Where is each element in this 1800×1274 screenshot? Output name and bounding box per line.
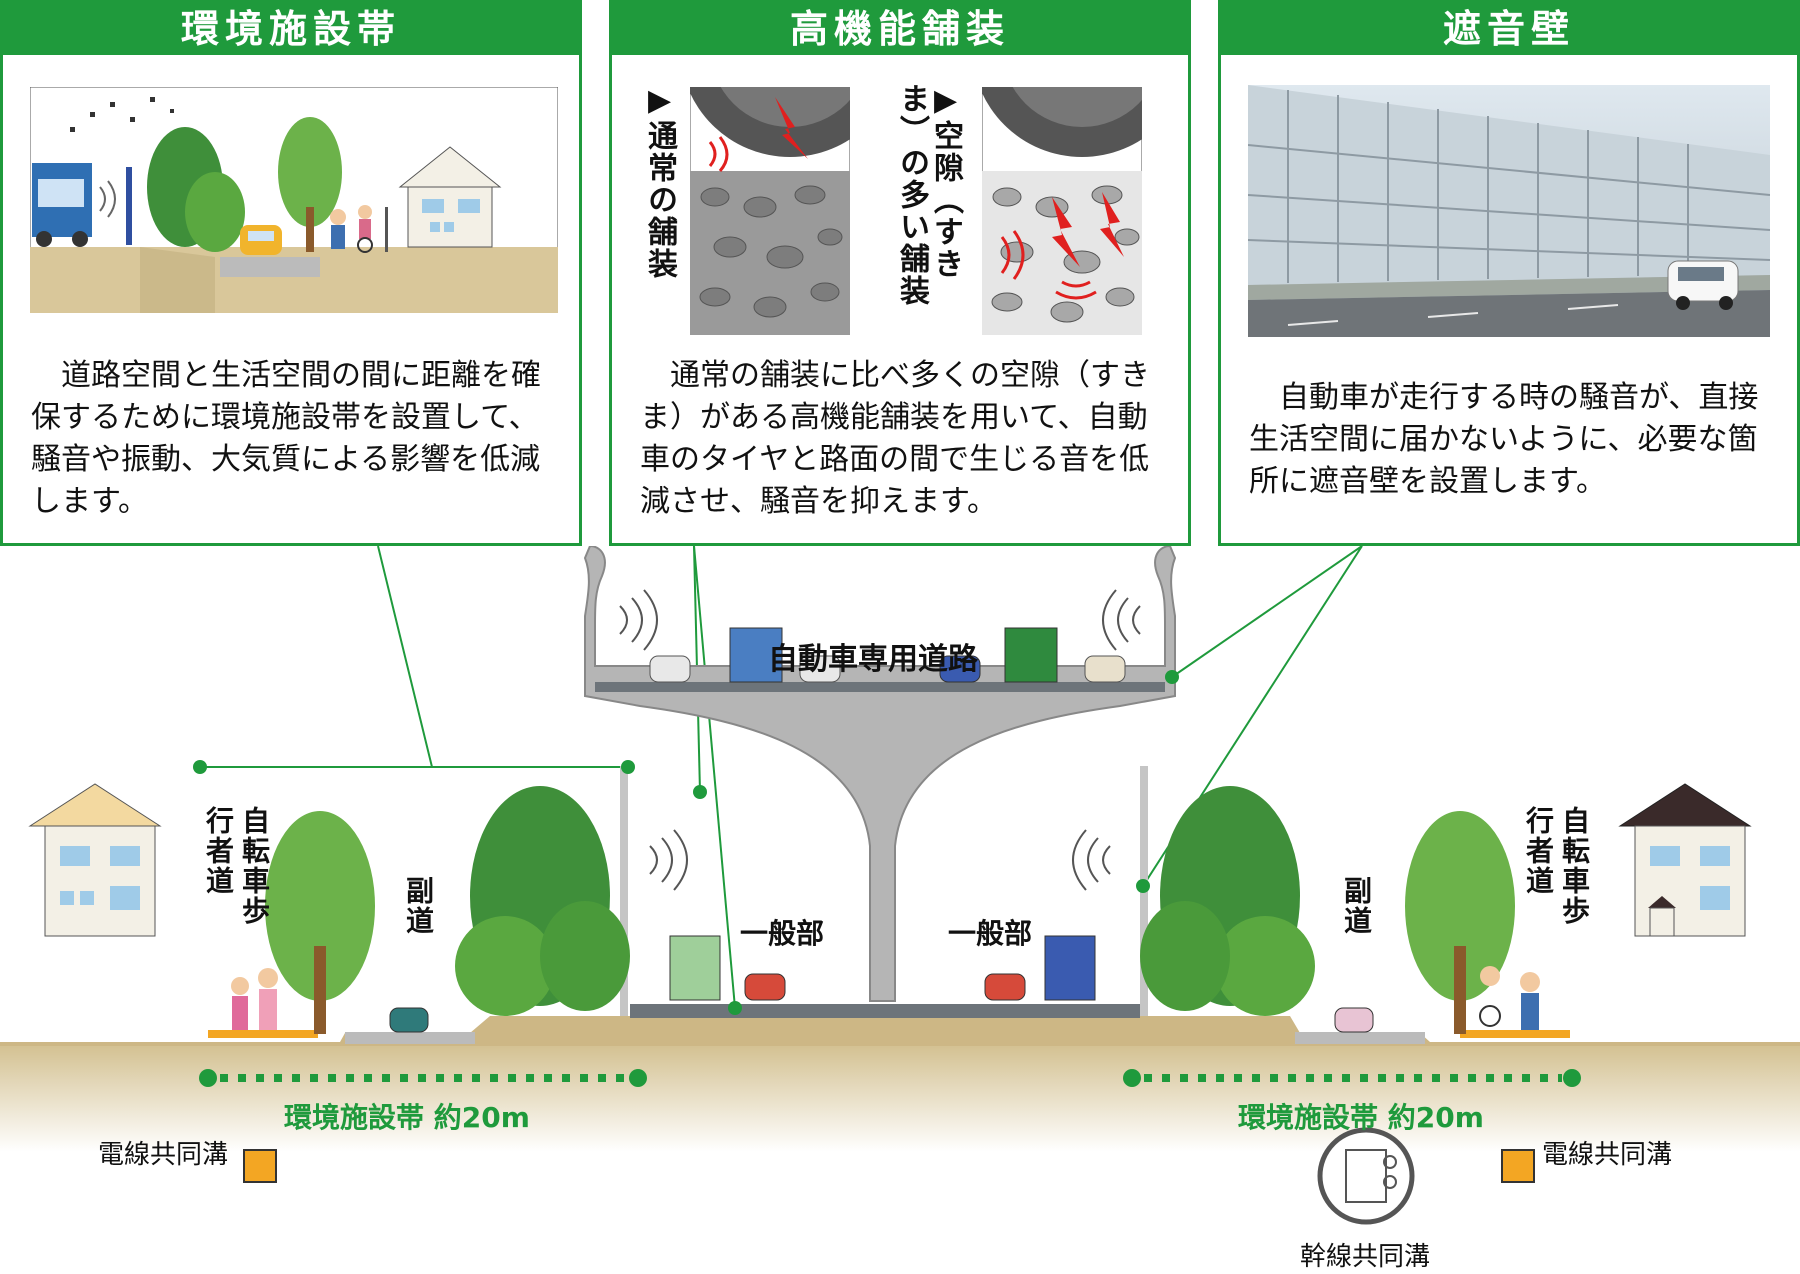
label-side-road-right: 副道 — [1340, 876, 1373, 936]
panel-noise-wall-title: 遮音壁 — [1221, 3, 1797, 55]
cyclist-icon — [358, 205, 372, 219]
house-icon — [407, 186, 493, 248]
label-sidewalk-right: 自転車歩行者道 — [1522, 806, 1591, 926]
trunk-conduit — [1317, 1127, 1415, 1225]
car-icon-6 — [984, 973, 1026, 1001]
pedestrian-icon-3 — [1520, 972, 1540, 992]
car-icon-7 — [389, 1007, 429, 1033]
panel-environment-title: 環境施設帯 — [3, 3, 579, 55]
label-trunk-conduit: 幹線共同溝 — [1300, 1242, 1431, 1272]
label-general-left: 一般部 — [740, 917, 825, 950]
pedestrian-icon-2 — [258, 968, 278, 988]
noise-wall-photo — [1248, 85, 1770, 337]
panel-pavement: 高機能舗装 ▶通常の舗装 ▶空隙（すきま）の多い舗装 通常の舗装に比べ多くの空隙… — [609, 0, 1191, 546]
zone-line-left — [199, 1069, 647, 1087]
panel-noise-wall: 遮音壁 自動車が走行する時の騒音が、直接生活空間に届かないように、必要な箇所に遮… — [1218, 0, 1800, 546]
elevated-structure — [583, 546, 1177, 1002]
truck-icon-2 — [1004, 627, 1058, 683]
house-icon-left — [28, 783, 162, 937]
label-porous-pavement: ▶空隙（すきま）の多い舗装 — [894, 83, 963, 307]
label-side-road-left: 副道 — [402, 876, 435, 936]
car-icon-4 — [1084, 655, 1126, 683]
car-icon-8 — [1334, 1007, 1374, 1033]
tree-group-right — [1140, 786, 1515, 1034]
truck-icon-4 — [1044, 935, 1096, 1001]
expressway-deck — [595, 682, 1165, 692]
ground — [0, 1042, 1800, 1152]
car-icon-2 — [799, 655, 841, 683]
car-icon-3 — [939, 655, 981, 683]
zone-line-right — [1123, 1069, 1581, 1087]
panel-environment-text: 道路空間と生活空間の間に距離を確保するために環境施設帯を設置して、騒音や振動、大… — [31, 358, 541, 519]
general-road — [630, 1004, 1140, 1018]
conduit-left — [243, 1149, 277, 1183]
panel-environment: 環境施設帯 道路空間と生活空間の間に距離を確保するために環境施設帯を設置して、騒… — [0, 0, 582, 546]
car-icon-5 — [744, 973, 786, 1001]
pedestrian-icon — [330, 209, 346, 225]
label-conduit-left: 電線共同溝 — [98, 1140, 229, 1170]
label-zone-right: 環境施設帯 約20m — [1238, 1101, 1484, 1134]
sidewalk-left — [208, 1030, 318, 1038]
tree-icon-2 — [278, 117, 342, 227]
house-icon-right — [1618, 783, 1752, 937]
pedestrian-icon — [231, 977, 249, 995]
label-normal-pavement: ▶通常の舗装 — [642, 83, 677, 280]
tree-group-left — [265, 786, 630, 1034]
truck-icon-1 — [729, 627, 783, 683]
side-road-left — [345, 1032, 475, 1044]
panel-pavement-title: 高機能舗装 — [612, 3, 1188, 55]
car-icon-1 — [649, 655, 691, 683]
environment-illustration — [30, 87, 558, 313]
label-zone-left: 環境施設帯 約20m — [284, 1101, 530, 1134]
road-cross-section — [0, 546, 1800, 1225]
panel-pavement-text: 通常の舗装に比べ多くの空隙（すきま）がある高機能舗装を用いて、自動車のタイヤと路… — [640, 358, 1150, 519]
conduit-right — [1501, 1149, 1535, 1183]
normal-pavement-illustration — [690, 87, 850, 335]
label-conduit-right: 電線共同溝 — [1542, 1140, 1673, 1170]
truck-icon-3 — [669, 935, 721, 1001]
noise-bolt-icon — [775, 97, 808, 159]
label-sidewalk-left: 自転車歩行者道 — [202, 806, 271, 926]
label-expressway: 自動車専用道路 — [768, 642, 978, 677]
sidewalk-right — [1460, 1030, 1570, 1038]
side-road-right — [1295, 1032, 1425, 1044]
panel-noise-wall-text: 自動車が走行する時の騒音が、直接生活空間に届かないように、必要な箇所に遮音壁を設… — [1249, 380, 1759, 499]
noise-bolt-icon-2 — [1052, 197, 1080, 267]
cyclist-icon — [1480, 966, 1500, 986]
label-general-right: 一般部 — [948, 917, 1033, 950]
porous-pavement-illustration — [982, 87, 1142, 335]
